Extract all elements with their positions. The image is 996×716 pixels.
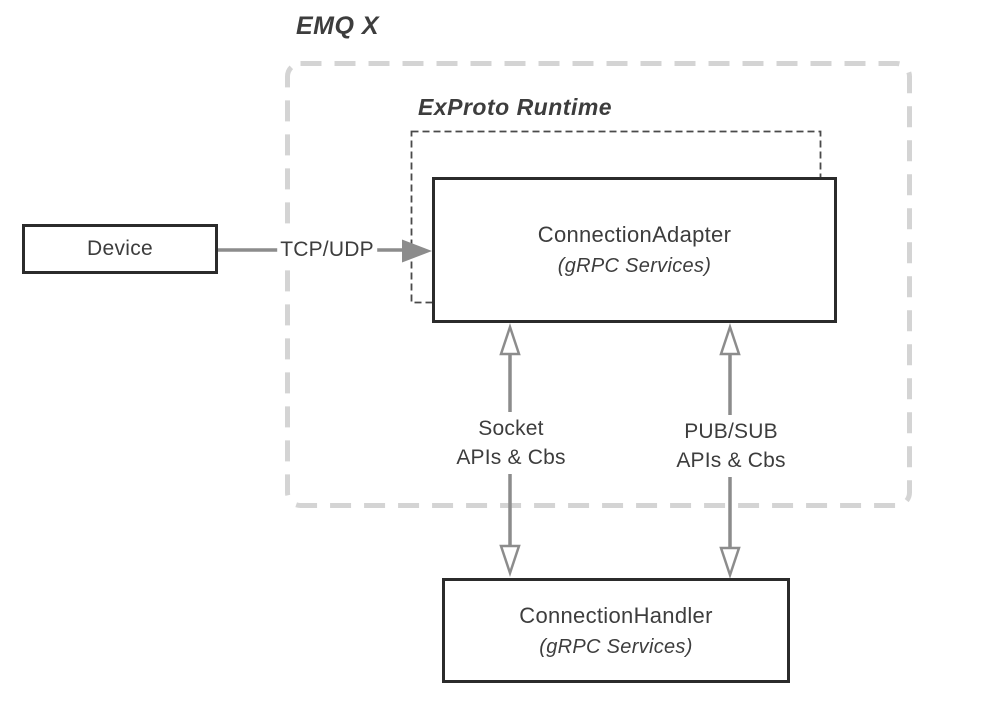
connection-adapter-node: ConnectionAdapter (gRPC Services) bbox=[432, 177, 837, 323]
tcp-udp-label: TCP/UDP bbox=[277, 236, 377, 264]
pubsub-edge-label: PUB/SUB APIs & Cbs bbox=[670, 415, 792, 477]
device-node-label: Device bbox=[87, 237, 153, 260]
exproto-runtime-label: ExProto Runtime bbox=[418, 94, 613, 120]
pubsub-edge-label-line1: PUB/SUB bbox=[684, 420, 778, 443]
arrowhead-right-icon bbox=[402, 239, 432, 263]
arrowhead-down-icon bbox=[499, 544, 521, 577]
connection-adapter-subtitle: (gRPC Services) bbox=[557, 255, 712, 277]
arrowhead-up-icon bbox=[719, 323, 741, 356]
arrowhead-up-icon bbox=[499, 323, 521, 356]
arrowhead-down-icon bbox=[719, 546, 741, 579]
pubsub-edge-label-line2: APIs & Cbs bbox=[676, 449, 786, 472]
connection-handler-node: ConnectionHandler (gRPC Services) bbox=[442, 578, 790, 683]
emqx-container-border bbox=[285, 61, 912, 508]
emqx-title: EMQ X bbox=[296, 12, 380, 40]
socket-edge-label-line1: Socket bbox=[478, 417, 544, 440]
device-node: Device bbox=[22, 224, 218, 274]
socket-edge-label-line2: APIs & Cbs bbox=[456, 446, 566, 469]
connection-handler-title: ConnectionHandler bbox=[519, 602, 713, 628]
connection-adapter-title: ConnectionAdapter bbox=[537, 222, 732, 247]
socket-edge-label: Socket APIs & Cbs bbox=[450, 412, 572, 474]
connection-handler-subtitle: (gRPC Services) bbox=[539, 635, 693, 658]
